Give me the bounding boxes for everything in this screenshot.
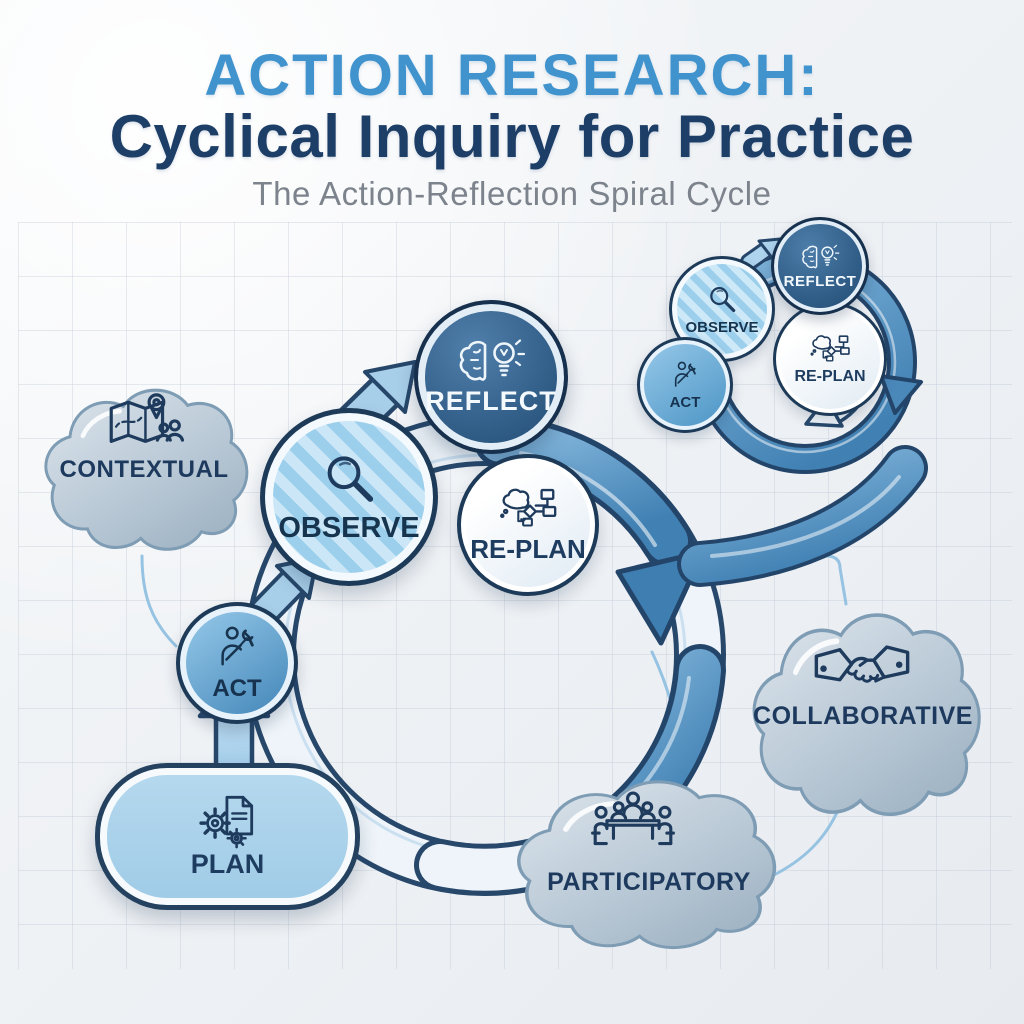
thought-flowchart-icon (810, 334, 850, 362)
principle-collaborative-label: COLLABORATIVE (753, 702, 973, 730)
title-block: ACTION RESEARCH: Cyclical Inquiry for Pr… (0, 43, 1024, 212)
cycle2-replan-label: RE-PLAN (794, 367, 866, 385)
handshake-icon (814, 645, 910, 683)
spiral-link-band (677, 445, 928, 587)
cycle2-stage-act: ACT (637, 337, 733, 433)
cycle2-observe-label: OBSERVE (685, 318, 759, 336)
stage-replan: RE-PLAN (457, 454, 599, 596)
principle-contextual-label: CONTEXTUAL (59, 456, 229, 483)
thought-flowchart-icon (500, 488, 557, 527)
stage-observe: OBSERVE (260, 408, 438, 586)
cloud-participatory (517, 780, 777, 950)
cloud-contextual (44, 388, 249, 551)
stage-act: ACT (176, 602, 298, 724)
stage-act-label: ACT (212, 674, 262, 702)
people-at-table-icon (591, 791, 675, 846)
cloud-collaborative (752, 613, 981, 817)
page-title-line2: Cyclical Inquiry for Practice (109, 103, 915, 171)
brain-lightbulb-icon (802, 244, 840, 268)
stage-replan-label: RE-PLAN (470, 533, 586, 564)
stage-plan: PLAN (95, 763, 360, 910)
cycle2-act-label: ACT (669, 393, 701, 411)
stage-plan-label: PLAN (190, 849, 265, 879)
map-pin-people-icon (109, 393, 185, 443)
stage-observe-label: OBSERVE (278, 512, 420, 544)
magnifier-icon (709, 286, 736, 312)
magnifier-icon (318, 449, 380, 509)
stage-reflect: REFLECT (414, 300, 568, 454)
cycle2-stage-reflect: REFLECT (771, 217, 869, 315)
person-wrench-icon (674, 361, 696, 387)
gears-document-icon (198, 795, 253, 849)
page-subtitle: The Action-Reflection Spiral Cycle (252, 174, 772, 212)
person-wrench-icon (221, 625, 254, 666)
cycle2-stage-replan: RE-PLAN (773, 302, 887, 416)
connector-contextual (140, 554, 178, 648)
principle-participatory-label: PARTICIPATORY (547, 868, 751, 896)
page-title-line1: ACTION RESEARCH: (204, 43, 820, 108)
stage-reflect-label: REFLECT (425, 386, 557, 416)
cycle2-arrowhead (879, 374, 923, 415)
cycle2-reflect-label: REFLECT (783, 272, 857, 290)
brain-lightbulb-icon (459, 339, 526, 381)
